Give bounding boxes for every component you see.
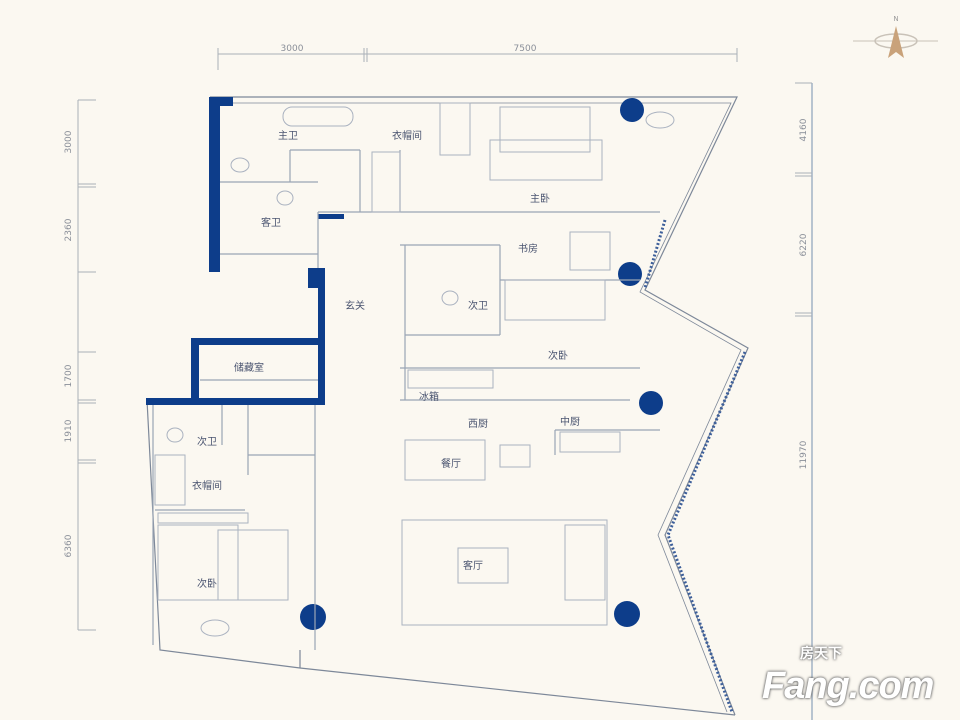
dim-right-3: 11970	[799, 440, 809, 469]
room-foyer: 玄关	[345, 299, 365, 312]
coffee-table-icon	[457, 547, 509, 584]
dim-left-4: 1910	[64, 419, 74, 442]
compass-icon: N	[853, 15, 938, 58]
room-fridge: 冰箱	[419, 390, 439, 403]
bed-icon	[504, 279, 606, 321]
room-third-closet: 衣帽间	[192, 479, 222, 492]
chair-icon	[200, 619, 230, 637]
room-master-bedroom: 主卧	[530, 192, 550, 205]
wardrobe-icon	[154, 454, 186, 506]
dim-top-1: 3000	[281, 44, 304, 54]
dim-right-1: 4160	[799, 118, 809, 141]
watermark-en: Fang.com	[762, 665, 934, 707]
room-dining: 餐厅	[441, 457, 461, 470]
room-chinese-kitchen: 中厨	[560, 415, 580, 428]
room-master-closet: 衣帽间	[392, 129, 422, 142]
room-storage: 储藏室	[234, 361, 264, 374]
room-guest-bath: 客卫	[261, 216, 281, 229]
toilet-icon	[276, 190, 294, 206]
toilet-icon	[230, 157, 250, 173]
dining-table-icon	[404, 439, 486, 481]
stairs-icon	[439, 102, 471, 156]
room-master-bath: 主卫	[278, 130, 298, 142]
desk-icon	[569, 231, 611, 271]
dim-left-5: 6360	[64, 534, 74, 557]
window-glazing	[643, 219, 747, 713]
chair-icon	[645, 111, 675, 129]
bathtub-icon	[282, 106, 354, 127]
dim-right-2: 6220	[799, 233, 809, 256]
bed-icon	[157, 524, 239, 601]
toilet-icon	[166, 427, 184, 443]
room-third-bath: 次卫	[197, 435, 217, 448]
room-western-kitchen: 西厨	[468, 418, 488, 430]
dim-left-1: 3000	[64, 130, 74, 153]
dim-top-2: 7500	[514, 44, 537, 54]
toilet-icon	[441, 290, 459, 306]
dimension-lines	[77, 48, 813, 720]
bed-icon	[499, 106, 591, 153]
room-study: 书房	[518, 242, 538, 255]
room-living: 客厅	[463, 559, 483, 572]
counter-icon	[559, 431, 621, 453]
compass-north-label: N	[893, 15, 898, 23]
dim-left-3: 1700	[64, 364, 74, 387]
sofa-set-icon	[401, 519, 608, 626]
dim-left-2: 2360	[64, 218, 74, 241]
stairs-icon	[371, 151, 401, 213]
room-second-bedroom: 次卧	[548, 349, 568, 362]
room-labels: 主卫 衣帽间 主卧 客卫 书房 玄关 次卫 次卧 储藏室 冰箱 西厨 中厨 餐厅…	[192, 129, 580, 590]
watermark-cn: 房天下	[800, 645, 842, 661]
wardrobe-icon	[407, 369, 494, 389]
room-third-bedroom: 次卧	[197, 577, 217, 590]
furniture	[154, 102, 675, 637]
stove-icon	[499, 444, 531, 468]
dimension-labels: 3000 7500 3000 2360 1700 1910 6360 4160 …	[64, 44, 809, 557]
room-second-bath: 次卫	[468, 299, 488, 312]
